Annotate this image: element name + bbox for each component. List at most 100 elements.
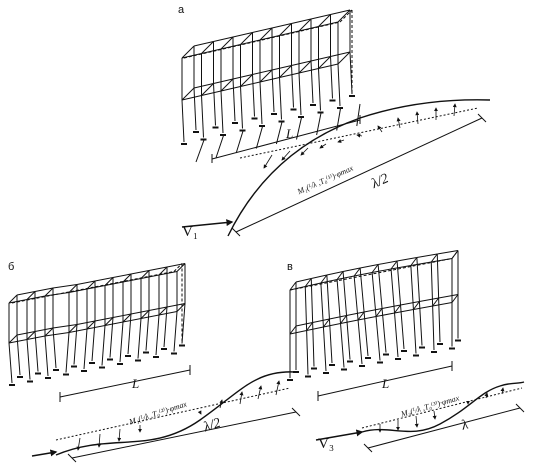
frame-beam (381, 304, 401, 309)
frame-column (432, 305, 435, 351)
panel-c-letter: в (287, 261, 293, 273)
frame-beam (232, 32, 253, 38)
frame-crossbeam (340, 315, 347, 324)
frame-column (127, 313, 132, 355)
frame-crossbeam (336, 271, 344, 280)
frame-beam (310, 14, 331, 20)
frame-building-c (287, 250, 461, 381)
frame-beam (16, 291, 36, 296)
frame-column (390, 268, 396, 314)
frame-column (412, 309, 417, 354)
frame-column (306, 330, 309, 375)
frame-beam (158, 311, 178, 316)
frame-crossbeam (201, 41, 214, 54)
frame-column (337, 63, 341, 107)
frame-crossbeam (158, 306, 168, 316)
frame-column (145, 310, 150, 351)
frame-crossbeam (279, 65, 292, 78)
frame-column (119, 321, 124, 363)
frame-column (291, 65, 294, 108)
frame-column (52, 327, 57, 369)
deformed-column (255, 126, 263, 149)
frame-beam (26, 335, 46, 340)
amplitude-arrow (319, 143, 327, 149)
deformed-column (275, 121, 283, 145)
frame-column (346, 315, 351, 360)
frame-column (259, 81, 263, 125)
frame-column (91, 320, 96, 362)
amplitude-arrow (396, 117, 401, 129)
frame-beam (413, 305, 433, 310)
frame-beam (378, 260, 398, 265)
frame-column (73, 324, 78, 365)
frame-column (137, 318, 142, 359)
frame-beam (295, 322, 313, 327)
frame-column (16, 334, 21, 376)
frame-beam (342, 267, 361, 272)
dimension-line-lambda-b (71, 411, 297, 459)
wave-symbol-a: V₁ (182, 224, 199, 240)
frame-beam (305, 282, 321, 287)
amplitude-arrow (219, 399, 224, 409)
frame-beam (130, 310, 150, 315)
frame-beam (140, 274, 160, 279)
frame-crossbeam (8, 334, 18, 344)
amplitude-arrow (257, 385, 263, 400)
amplitude-arrow (500, 387, 505, 395)
frame-crossbeam (240, 32, 253, 45)
frame-crossbeam (337, 9, 351, 23)
frame-beam (252, 69, 273, 75)
dimension-line-lambda-c (367, 407, 521, 449)
frame-beam (340, 319, 359, 324)
frame-beam (330, 9, 351, 15)
frame-crossbeam (181, 45, 195, 59)
undeformed-outline (451, 250, 459, 259)
frame-crossbeam (26, 291, 36, 300)
frame-beam (26, 295, 46, 300)
frame-beam (148, 266, 168, 271)
frame-crossbeam (44, 287, 54, 297)
wave-direction-arrow-b (31, 449, 58, 457)
frame-beam (410, 261, 432, 266)
frame-beam (291, 18, 312, 24)
frame-crossbeam (176, 303, 186, 312)
amplitude-arrow (432, 410, 437, 420)
panel-b-letter: б (8, 261, 15, 273)
frame-beam (416, 253, 438, 258)
frame-beam (329, 315, 347, 320)
frame-column (252, 74, 255, 117)
frame-crossbeam (289, 281, 297, 291)
frame-column (163, 306, 168, 348)
frame-beam (68, 288, 88, 293)
frame-beam (94, 317, 114, 322)
frame-column (181, 303, 186, 344)
frame-crossbeam (220, 78, 234, 92)
frame-crossbeam (8, 294, 18, 304)
panel-b (8, 263, 301, 463)
frame-column (155, 314, 160, 356)
frame-column (312, 322, 315, 367)
frame-beam (140, 314, 160, 319)
frame-beam (320, 279, 338, 284)
frame-column (320, 282, 324, 328)
frame-column (418, 301, 423, 346)
frame-beam (122, 318, 142, 323)
frame-column (336, 279, 342, 324)
amplitude-arrow (414, 415, 419, 428)
frame-crossbeam (259, 69, 273, 83)
amplitude-arrow (281, 150, 291, 161)
frame-column (310, 60, 314, 104)
frame-beam (76, 320, 96, 325)
frame-crossbeam (371, 264, 379, 273)
frame-beam (357, 316, 377, 321)
frame-crossbeam (122, 273, 132, 283)
frame-beam (363, 308, 383, 313)
frame-crossbeam (432, 297, 440, 307)
frame-column (381, 308, 387, 353)
frame-column (240, 86, 243, 129)
amplitude-arrow (76, 437, 81, 451)
amplitude-arrow (377, 125, 383, 133)
frame-column (394, 312, 399, 358)
amplitude-arrows-b (76, 380, 281, 451)
frame-beam (279, 72, 300, 78)
